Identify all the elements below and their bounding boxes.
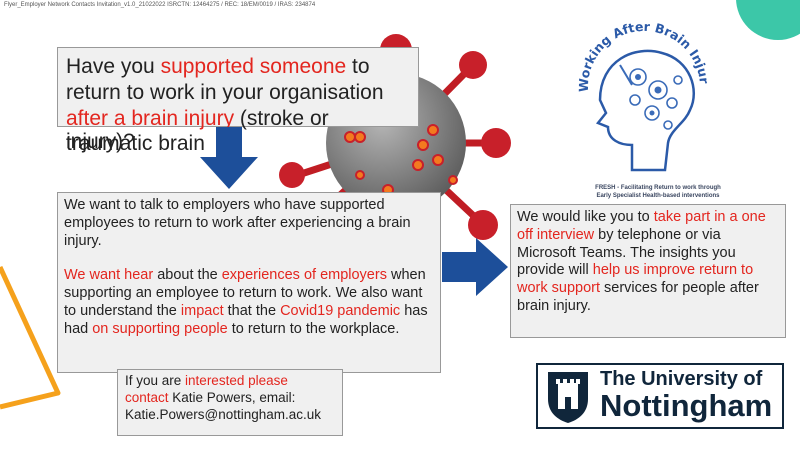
contact-box: If you are interested please contact Kat… <box>117 369 343 436</box>
university-line-1: The University of <box>600 368 763 390</box>
contact-highlight: interested please contact <box>125 373 288 405</box>
document-header: Flyer_Employer Network Contacts Invitati… <box>4 2 316 8</box>
talk-text-1: about the <box>153 267 222 284</box>
interview-text-3: services for people after brain injury. <box>517 280 759 315</box>
talk-highlight-4: Covid19 pandemic <box>280 303 401 320</box>
talk-text-5: to return to the workplace. <box>227 320 400 337</box>
contact-text-1: If you are <box>125 373 186 388</box>
talk-paragraph-2: We want hear about the experiences of em… <box>64 267 434 338</box>
question-text-4: injury)? <box>66 130 135 153</box>
interview-highlight-2: help us improve return to work support <box>517 262 754 297</box>
svg-text:Working After Brain Injury: Working After Brain Injury <box>540 5 712 92</box>
interview-text-2: by telephone or via Microsoft Teams. The… <box>517 226 736 279</box>
university-logo: The University of Nottingham <box>536 363 784 429</box>
brain-logo-icon: Working After Brain Injury <box>540 5 712 172</box>
question-text-1: Have you <box>66 55 161 78</box>
down-arrow-icon <box>200 127 258 189</box>
talk-highlight-2: experiences of employers <box>221 267 387 284</box>
talk-highlight-5: on supporting people <box>92 320 228 337</box>
interview-highlight-1: take part in a one off interview <box>517 209 766 243</box>
question-box: Have you supported someone to return to … <box>57 47 419 155</box>
university-crest-icon <box>548 372 588 423</box>
question-highlight-2: after a brain injury <box>66 106 235 130</box>
talk-text-3: that the <box>223 303 281 320</box>
university-wordmark: The University of Nottingham <box>600 368 772 423</box>
university-line-2: Nottingham <box>600 388 773 423</box>
talk-paragraph-1: We want to talk to employers who have su… <box>64 197 411 249</box>
question-text-3: (stroke or traumatic brain <box>66 106 329 156</box>
interview-box: We would like you to take part in a one … <box>510 204 786 338</box>
question-text-2: to return to work in your organisation <box>66 55 384 104</box>
interview-text-1: We would like you to <box>517 209 654 225</box>
right-arrow-icon <box>442 238 508 296</box>
talk-highlight-3: impact <box>180 303 224 320</box>
fresh-line-2: Early Specialist Health-based interventi… <box>596 192 720 199</box>
contact-text-2[interactable]: Katie Powers, email: Katie.Powers@nottin… <box>125 389 322 422</box>
question-highlight-1: supported someone <box>160 55 347 78</box>
fresh-line-1: FRESH - Facilitating Return to work thro… <box>595 185 721 191</box>
talk-highlight-1: We want hear <box>64 267 154 284</box>
talk-text-2: when supporting an employee to return to… <box>64 267 426 320</box>
fresh-caption: FRESH - Facilitating Return to work thro… <box>583 185 733 201</box>
teal-circle-decoration <box>736 0 800 40</box>
employers-info-box: We want to talk to employers who have su… <box>57 192 441 373</box>
brain-logo-title: Working After Brain Injury <box>540 5 712 92</box>
talk-text-4: has had <box>64 303 428 337</box>
orange-triangle-decoration <box>0 265 61 410</box>
